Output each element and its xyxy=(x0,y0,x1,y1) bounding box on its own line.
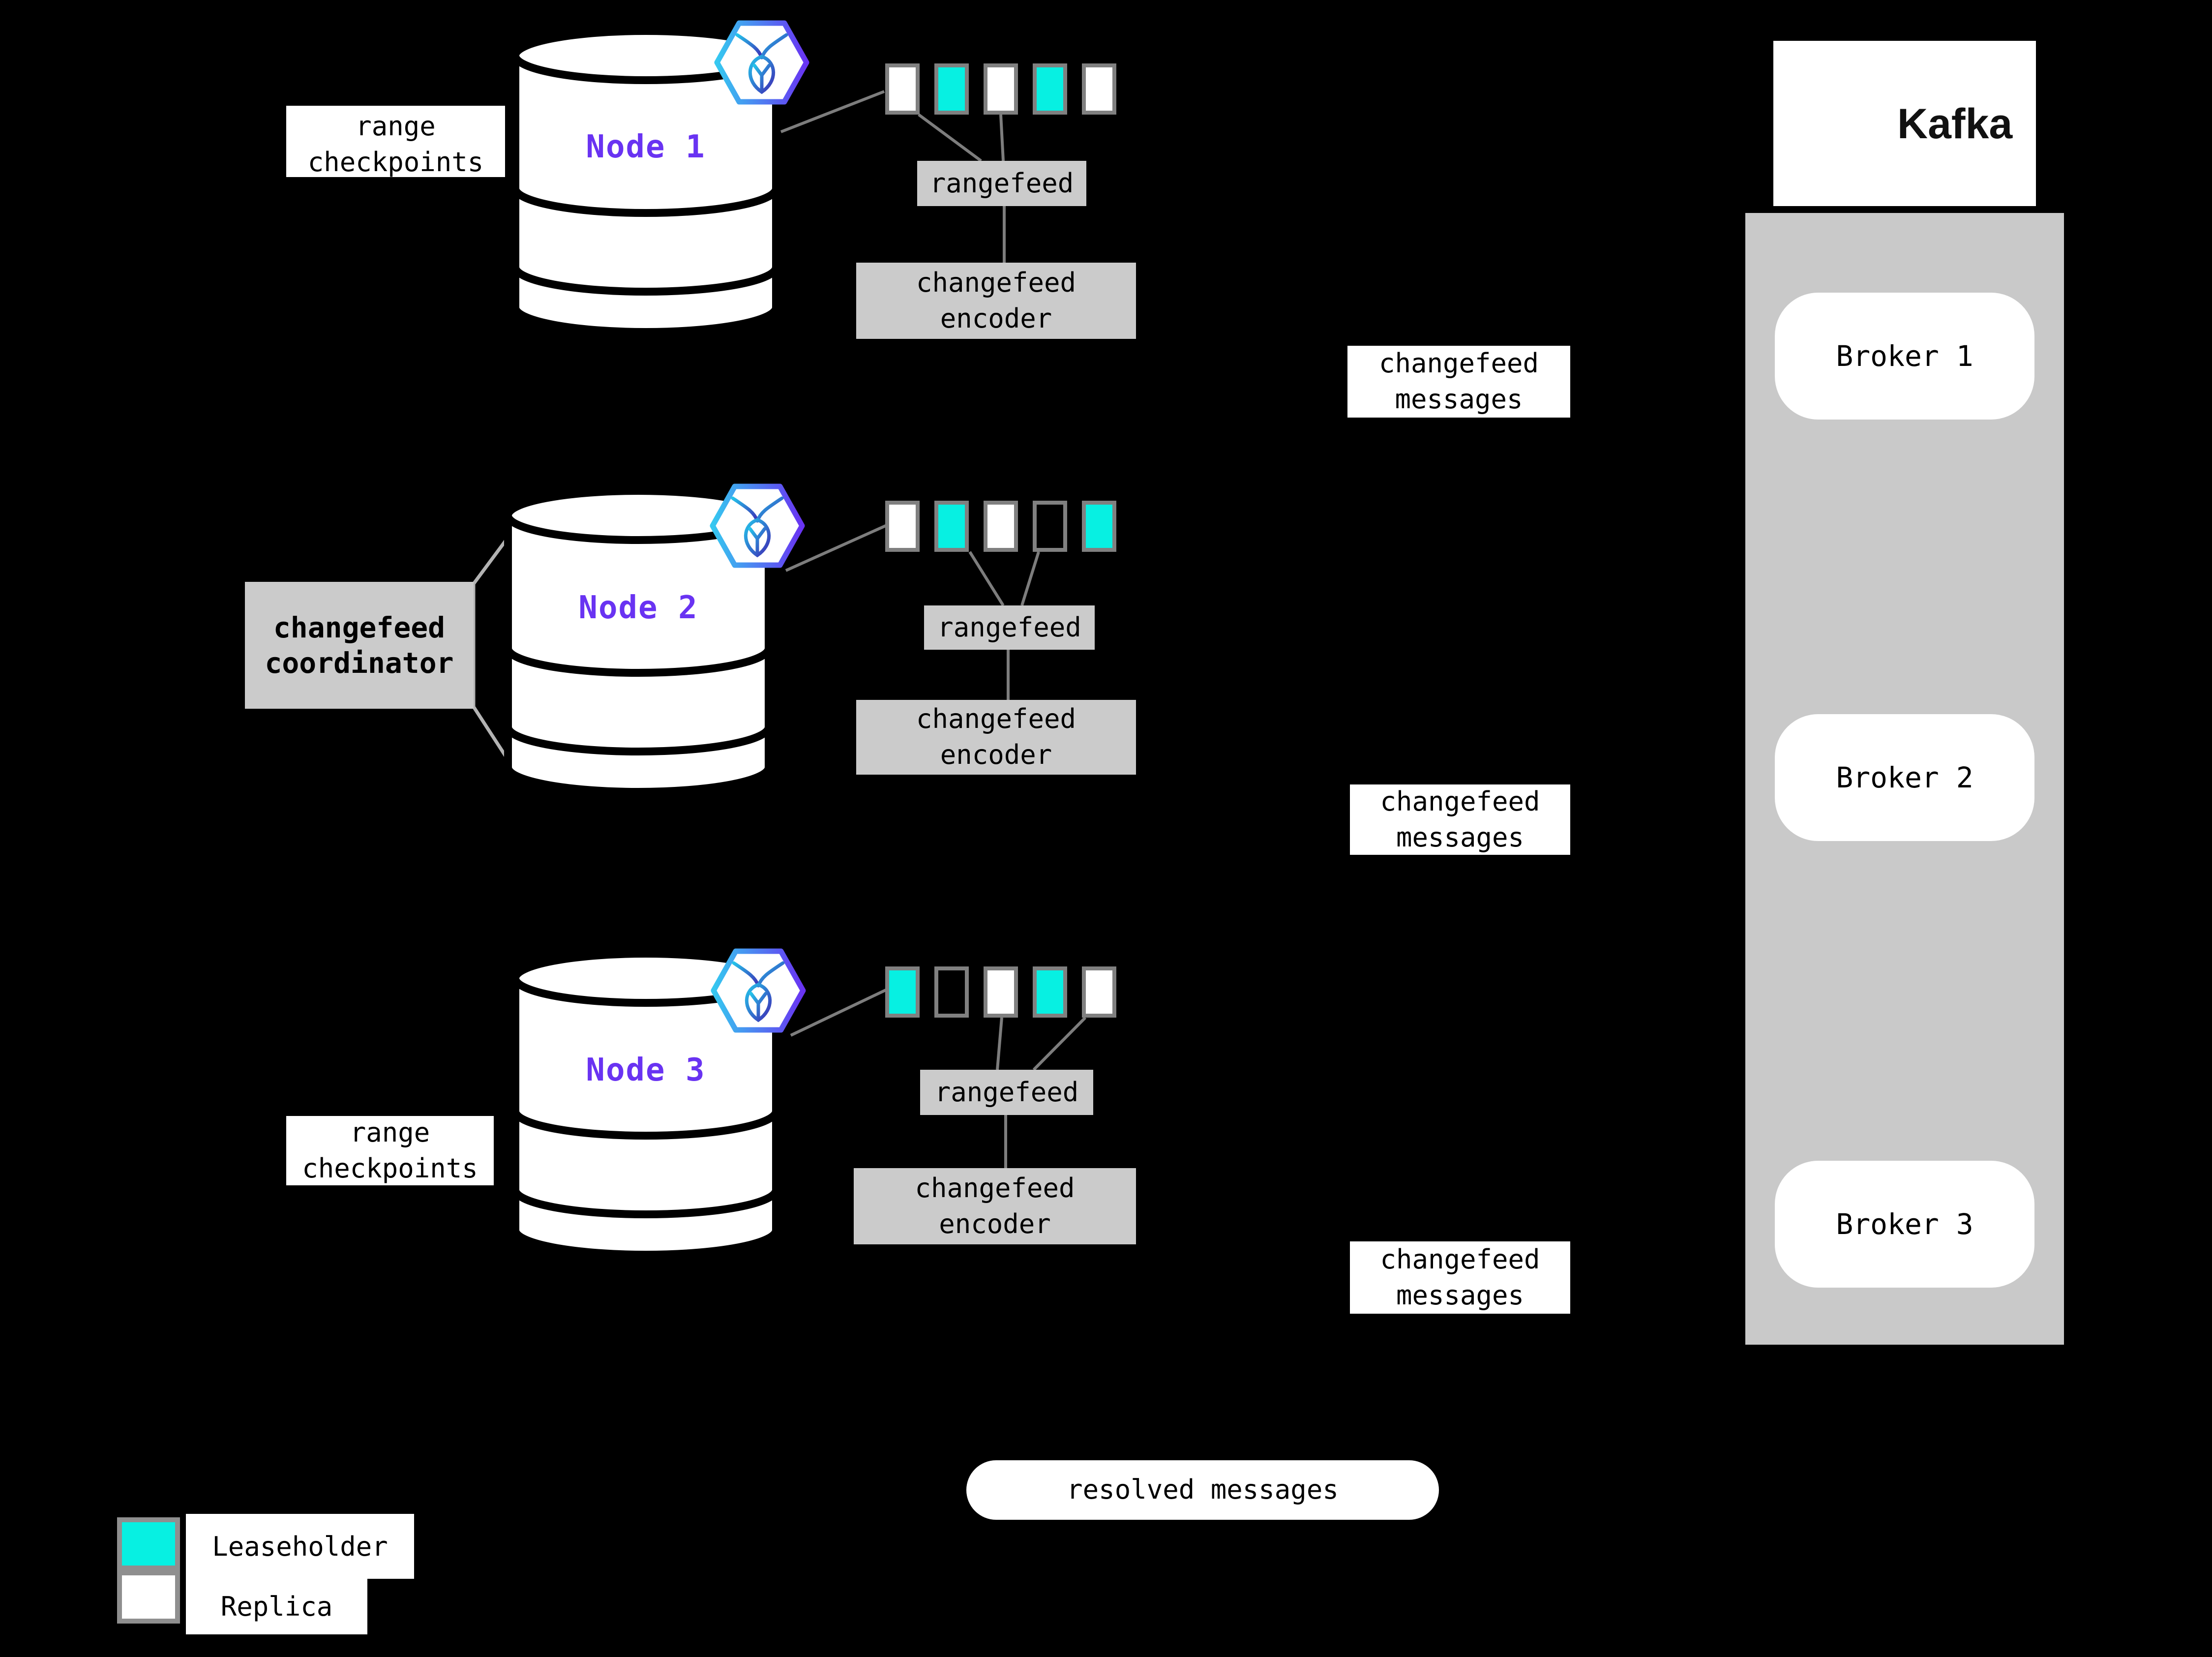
coordinator-callout-flap xyxy=(472,531,511,767)
node1-to-ranges-line xyxy=(780,90,885,133)
node1-range-row xyxy=(885,63,1116,115)
node3-database-cylinder xyxy=(515,954,776,1255)
range-leaseholder xyxy=(885,966,920,1018)
node2-database-cylinder xyxy=(508,491,769,792)
range-replica xyxy=(885,63,920,115)
range-leaseholder xyxy=(1033,966,1067,1018)
node1-changefeed-encoder-box: changefeed encoder xyxy=(856,263,1136,339)
kafka-brand-text: Kafka xyxy=(1897,100,2013,148)
broker-2-card: Broker 2 xyxy=(1775,714,2034,841)
node3-range5-to-rangefeed-line xyxy=(1032,1016,1087,1071)
range-leaseholder xyxy=(1082,501,1116,552)
node2-changefeed-encoder-box: changefeed encoder xyxy=(856,700,1136,775)
broker-1-card: Broker 1 xyxy=(1775,293,2034,420)
range-empty xyxy=(934,966,969,1018)
legend-leaseholder-label: Leaseholder xyxy=(186,1514,414,1579)
node2-rangefeed-box: rangefeed xyxy=(924,605,1095,650)
range-replica xyxy=(984,966,1018,1018)
node2-range4-to-rangefeed-line xyxy=(1020,551,1040,606)
range-empty xyxy=(1033,501,1067,552)
kafka-logo-box xyxy=(1773,41,2036,206)
cockroachdb-icon xyxy=(714,951,803,1030)
node1-range1-to-rangefeed-line xyxy=(918,113,982,162)
node3-range-row xyxy=(885,966,1116,1018)
range-replica xyxy=(984,63,1018,115)
node1-database-cylinder xyxy=(515,31,776,332)
legend-replica-label: Replica xyxy=(186,1579,367,1634)
resolved-messages-label: resolved messages xyxy=(966,1460,1439,1520)
range-checkpoints-label-node1: range checkpoints xyxy=(286,106,505,177)
node2-range-row xyxy=(885,501,1116,552)
cockroachdb-icon xyxy=(717,23,807,102)
changefeed-messages-label-2: changefeed messages xyxy=(1350,784,1570,855)
node3-label: Node 3 xyxy=(586,1052,706,1088)
range-replica xyxy=(1082,63,1116,115)
node2-range2-to-rangefeed-line xyxy=(968,551,1005,606)
range-leaseholder xyxy=(934,501,969,552)
changefeed-messages-label-3: changefeed messages xyxy=(1350,1241,1570,1314)
cockroachdb-icon xyxy=(713,486,802,565)
node3-changefeed-encoder-box: changefeed encoder xyxy=(854,1168,1136,1244)
changefeed-coordinator-label: changefeed coordinator xyxy=(245,582,474,709)
broker-3-card: Broker 3 xyxy=(1775,1161,2034,1288)
range-replica xyxy=(984,501,1018,552)
node1-rangefeed-box: rangefeed xyxy=(917,161,1086,206)
node3-rangefeed-box: rangefeed xyxy=(920,1070,1093,1115)
node2-label: Node 2 xyxy=(578,590,698,626)
node3-to-ranges-line xyxy=(790,988,888,1037)
range-replica xyxy=(1082,966,1116,1018)
legend-leaseholder-swatch xyxy=(117,1517,180,1570)
node3-range3-to-rangefeed-line xyxy=(996,1017,1003,1070)
range-replica xyxy=(885,501,920,552)
range-leaseholder xyxy=(1033,63,1067,115)
changefeed-messages-label-1: changefeed messages xyxy=(1347,346,1570,418)
range-leaseholder xyxy=(934,63,969,115)
node2-to-ranges-line xyxy=(785,524,888,572)
node1-label: Node 1 xyxy=(586,129,706,165)
range-checkpoints-label-node3: range checkpoints xyxy=(286,1116,494,1185)
node1-range3-to-rangefeed-line xyxy=(999,114,1005,161)
arrowhead-into-broker-3 xyxy=(2061,1214,2091,1233)
legend-replica-swatch xyxy=(117,1570,180,1624)
